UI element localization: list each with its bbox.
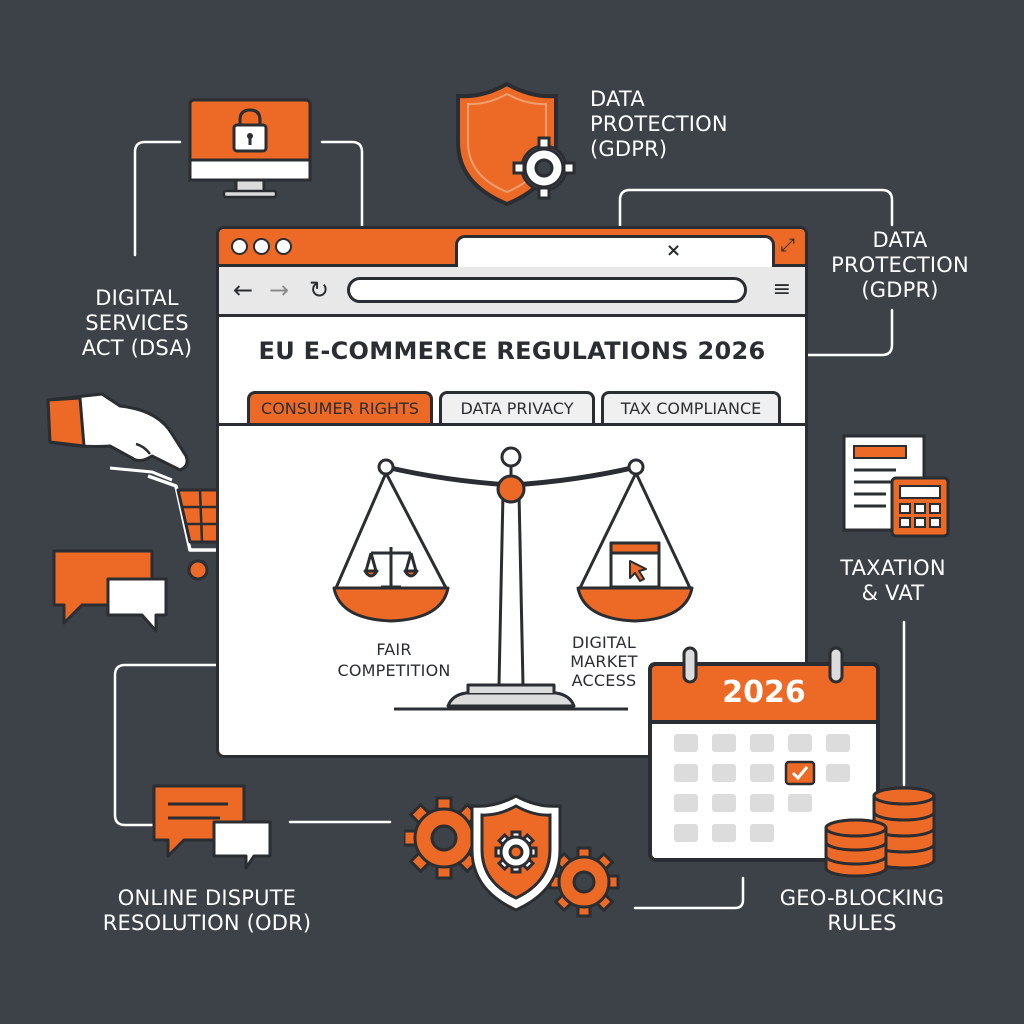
forward-arrow-icon[interactable]: →: [269, 276, 290, 304]
chat-bubbles-icon: [52, 549, 168, 633]
browser-titlebar: × ⤢: [219, 229, 805, 267]
reload-icon[interactable]: ↻: [309, 276, 330, 304]
url-bar[interactable]: [347, 277, 747, 303]
back-arrow-icon[interactable]: ←: [233, 276, 254, 304]
chat-bubbles-odr-icon: [152, 784, 272, 870]
gears-shield-icon: [404, 794, 620, 918]
connector-dsa: [133, 140, 182, 257]
tab-data-privacy[interactable]: DATA PRIVACY: [439, 391, 595, 425]
label-taxation: TAXATION& VAT: [840, 556, 946, 605]
tab-close-icon[interactable]: ×: [666, 240, 682, 261]
connector-odr: [113, 663, 218, 827]
monitor-lock-icon: [188, 98, 312, 199]
coins-icon: [824, 786, 936, 878]
calendar-year: 2026: [722, 675, 806, 710]
tab-consumer-rights[interactable]: CONSUMER RIGHTS: [247, 391, 433, 425]
window-dot-maximize[interactable]: [275, 238, 292, 255]
connector-gdpr-right: [806, 308, 894, 357]
invoice-calculator-icon: [842, 434, 950, 538]
shield-gear-icon: [456, 81, 576, 207]
browser-tab[interactable]: ×: [455, 235, 775, 267]
scale-icon: [332, 446, 694, 711]
tab-underline: [219, 423, 805, 426]
menu-icon[interactable]: ≡: [772, 277, 791, 302]
browser-navbar: ← → ↻ ≡: [219, 267, 805, 317]
tab-tax-compliance[interactable]: TAX COMPLIANCE: [601, 391, 781, 425]
calendar-icon: [648, 646, 880, 862]
connector-geo: [633, 876, 745, 910]
expand-icon[interactable]: ⤢: [780, 235, 795, 256]
window-dot-minimize[interactable]: [253, 238, 270, 255]
page-title: EU E-COMMERCE REGULATIONS 2026: [258, 337, 766, 365]
connector-monitor: [320, 140, 364, 228]
connector-gdpr-top: [618, 188, 894, 228]
window-dot-close[interactable]: [231, 238, 248, 255]
